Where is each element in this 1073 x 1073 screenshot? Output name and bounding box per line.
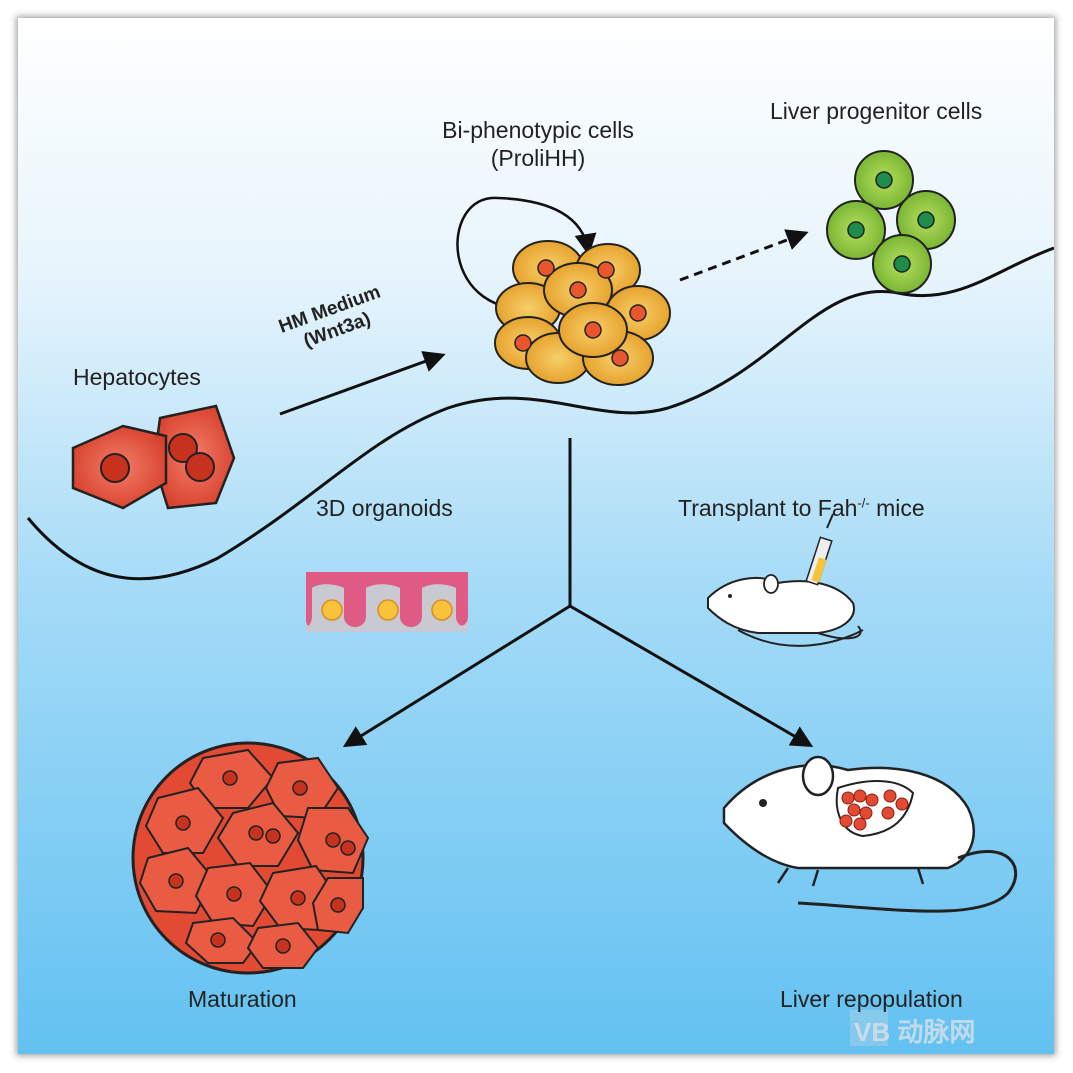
diagram-canvas xyxy=(18,18,1054,1054)
hm-medium-arrow xyxy=(279,351,446,416)
watermark-text: VB 动脉网 xyxy=(854,1017,976,1047)
watermark-logo xyxy=(850,1010,888,1046)
figure-frame: Hepatocytes HM Medium (Wnt3a) Bi-phenoty… xyxy=(18,18,1054,1054)
label-biphenotypic: Bi-phenotypic cells (ProliHH) xyxy=(428,116,648,172)
dashed-arrow xyxy=(679,229,809,282)
label-liver-progenitor: Liver progenitor cells xyxy=(770,98,983,124)
hepatocyte-cells-icon xyxy=(71,404,236,510)
branch-arrows xyxy=(342,438,814,748)
prolihh-cluster-icon xyxy=(456,196,671,386)
label-transplant: Transplant to Fah-/- mice xyxy=(678,495,925,522)
label-3d-organoids: 3D organoids xyxy=(316,495,453,521)
organoid-plate-icon xyxy=(306,572,468,632)
label-liver-repopulation: Liver repopulation xyxy=(780,986,963,1012)
label-hepatocytes: Hepatocytes xyxy=(73,364,201,390)
label-transplant-prefix: Transplant to Fah xyxy=(678,495,858,521)
label-transplant-suffix: mice xyxy=(869,495,925,521)
label-transplant-sup: -/- xyxy=(857,495,870,511)
syringe-mouse-icon xyxy=(707,513,864,647)
mouse-liver-icon xyxy=(722,755,1018,913)
label-biphenotypic-line2: (ProliHH) xyxy=(490,145,586,171)
organoid-sphere-icon xyxy=(131,741,370,975)
progenitor-cells-icon xyxy=(826,150,956,294)
label-biphenotypic-line1: Bi-phenotypic cells xyxy=(442,117,634,143)
label-maturation: Maturation xyxy=(188,986,297,1012)
